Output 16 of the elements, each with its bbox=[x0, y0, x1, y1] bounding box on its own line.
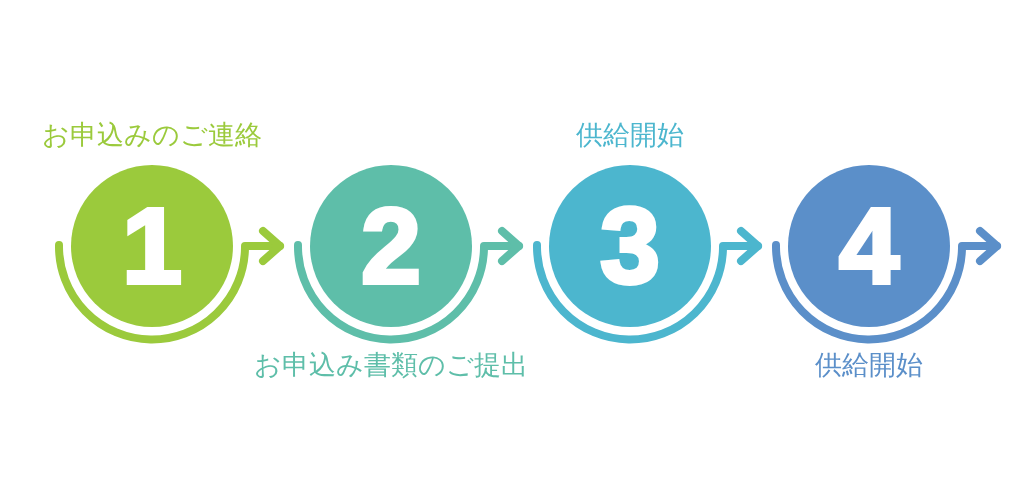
curved-arrow bbox=[533, 227, 762, 344]
step-caption: お申込み書類のご提出 bbox=[254, 349, 528, 382]
step-number: 4 bbox=[838, 192, 900, 300]
step-number: 2 bbox=[360, 192, 422, 300]
step-circle bbox=[310, 165, 472, 327]
curved-arrow bbox=[772, 227, 1001, 344]
step-caption: 供給開始 bbox=[576, 119, 684, 152]
step-number: 3 bbox=[599, 192, 661, 300]
step-circle bbox=[71, 165, 233, 327]
curved-arrow bbox=[294, 227, 523, 344]
step-caption: 供給開始 bbox=[815, 349, 923, 382]
step-circle bbox=[549, 165, 711, 327]
step-circle bbox=[788, 165, 950, 327]
curved-arrow bbox=[55, 227, 284, 344]
step-caption: お申込みのご連絡 bbox=[42, 119, 262, 152]
step-number: 1 bbox=[121, 192, 183, 300]
